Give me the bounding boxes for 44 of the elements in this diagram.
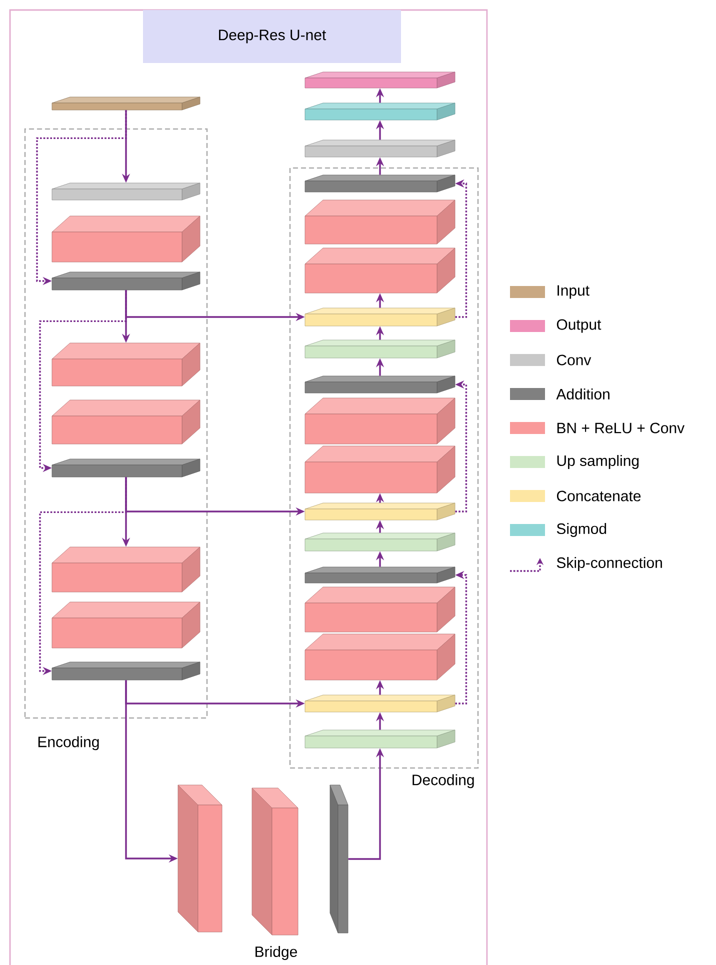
legend-label: Output: [556, 319, 602, 333]
layer-block: [304, 730, 456, 748]
layer-block: [304, 174, 456, 192]
layer-block: [178, 784, 222, 932]
layer-block: [52, 602, 200, 648]
layer-block: [304, 376, 456, 394]
layer-block: [304, 102, 456, 120]
layer-block: [304, 502, 456, 520]
layer-block: [252, 788, 298, 936]
legend-label: Input: [558, 285, 590, 299]
layer-block: [52, 662, 200, 680]
layer-block: [304, 248, 456, 294]
layer-block: [52, 272, 200, 290]
layer-block: [52, 546, 200, 592]
layer-block: [52, 216, 200, 262]
legend-label: BN + ReLU + Conv: [557, 422, 685, 434]
layer-block: [304, 634, 456, 680]
layer-block: [304, 340, 456, 358]
layer-block: [330, 784, 348, 934]
layer-block: [52, 400, 200, 444]
legend-label: Concatenate: [556, 490, 641, 502]
legend-label: Addition: [556, 388, 610, 400]
legend-label: Skip-connection: [556, 557, 662, 571]
layer-block: [304, 398, 456, 444]
layer-block: [304, 566, 456, 584]
layer-block: [52, 182, 200, 200]
layer-block: [304, 72, 456, 88]
legend-label: Sigmod: [556, 523, 606, 537]
layer-block: [52, 458, 200, 478]
layer-block: [304, 200, 456, 244]
title-box: Deep-Res U-net: [143, 10, 401, 63]
legend-label: Up sampling: [557, 455, 639, 469]
layer-block: [304, 586, 456, 632]
layer-block: [304, 308, 456, 326]
layer-block: [52, 96, 200, 110]
layer-block: [304, 532, 456, 552]
section-label: Bridge: [256, 946, 297, 960]
group-label: Decoding: [412, 774, 474, 788]
layer-block: [304, 446, 456, 494]
layer-block: [304, 140, 456, 158]
group-label: Encoding: [38, 736, 99, 750]
layer-block: [52, 342, 200, 386]
layer-block: [304, 694, 456, 712]
legend-label: Conv: [556, 354, 592, 366]
